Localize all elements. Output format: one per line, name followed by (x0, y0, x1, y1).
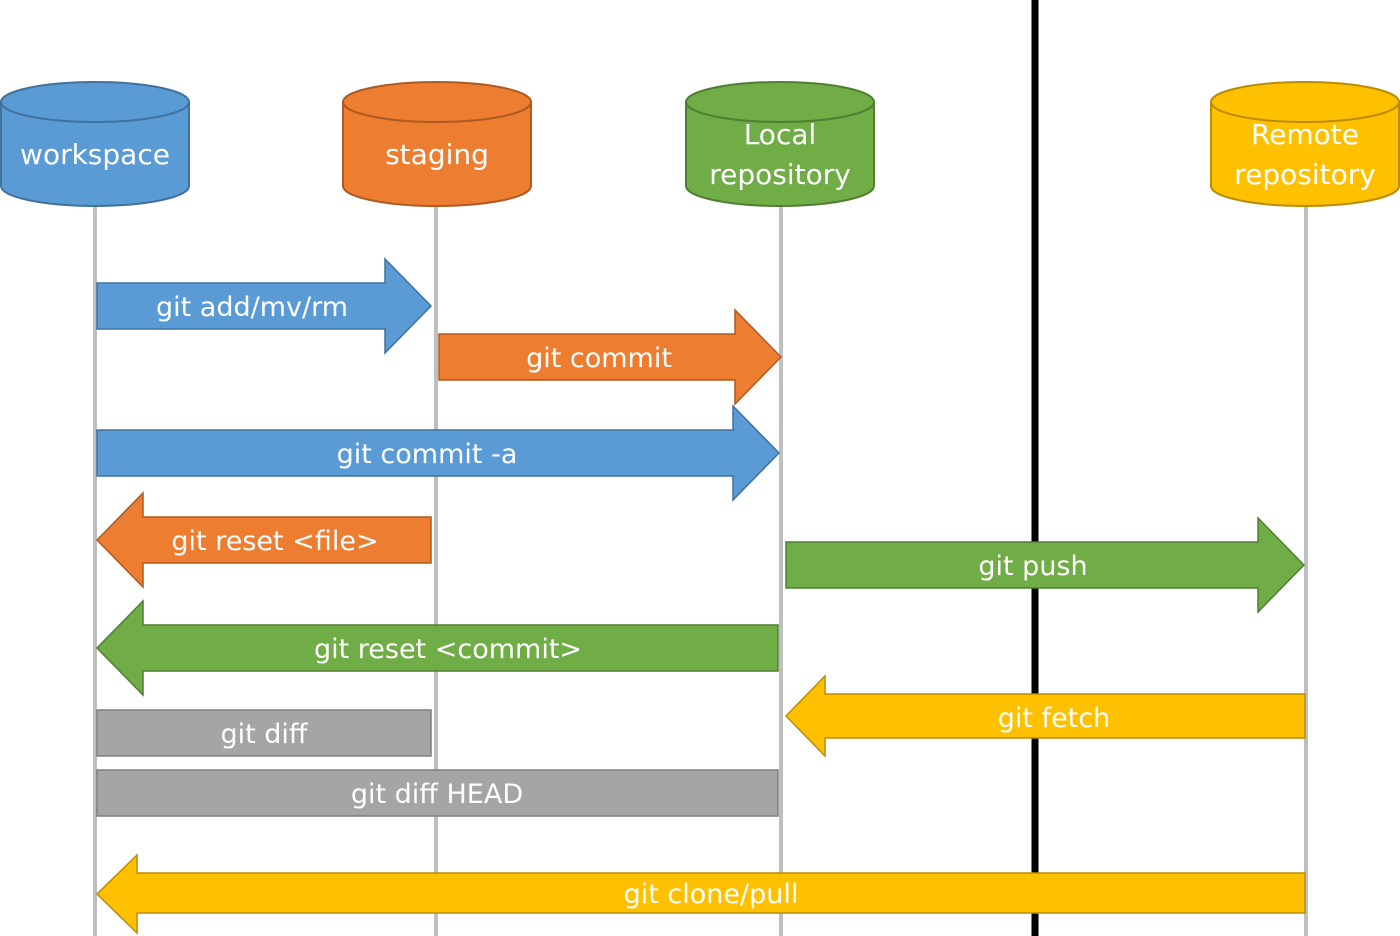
workspace-node: workspace (0, 81, 190, 207)
git-commit-label: git commit (526, 343, 672, 374)
git-diff-bar: git diff (96, 709, 432, 757)
local-repository-label-line1: Local (744, 118, 817, 151)
git-add-arrow: git add/mv/rm (96, 257, 433, 355)
remote-repository-node: Remote repository (1210, 81, 1400, 207)
git-reset-file-label: git reset <file> (171, 526, 378, 557)
git-push-arrow: git push (785, 516, 1306, 614)
git-diff-head-label: git diff HEAD (351, 779, 523, 810)
git-push-label: git push (978, 551, 1087, 582)
workspace-label: workspace (20, 138, 170, 171)
git-commit-arrow: git commit (438, 308, 783, 406)
git-fetch-arrow: git fetch (784, 674, 1306, 758)
git-diff-label: git diff (220, 719, 308, 750)
staging-label: staging (385, 138, 489, 171)
git-commit-a-arrow: git commit -a (96, 404, 781, 502)
local-repository-node: Local repository (685, 81, 875, 207)
local-repository-label-line2: repository (709, 158, 851, 191)
git-commit-a-label: git commit -a (337, 439, 518, 470)
remote-repository-label-line1: Remote (1251, 118, 1359, 151)
staging-node: staging (342, 81, 532, 207)
git-clone-pull-label: git clone/pull (624, 879, 799, 910)
git-add-label: git add/mv/rm (156, 292, 348, 323)
git-reset-commit-label: git reset <commit> (314, 634, 582, 665)
remote-repository-label-line2: repository (1234, 158, 1376, 191)
git-diff-head-bar: git diff HEAD (96, 769, 779, 817)
git-fetch-label: git fetch (998, 703, 1110, 734)
git-clone-pull-arrow: git clone/pull (95, 853, 1306, 935)
git-reset-commit-arrow: git reset <commit> (95, 599, 779, 697)
git-reset-file-arrow: git reset <file> (95, 491, 432, 589)
